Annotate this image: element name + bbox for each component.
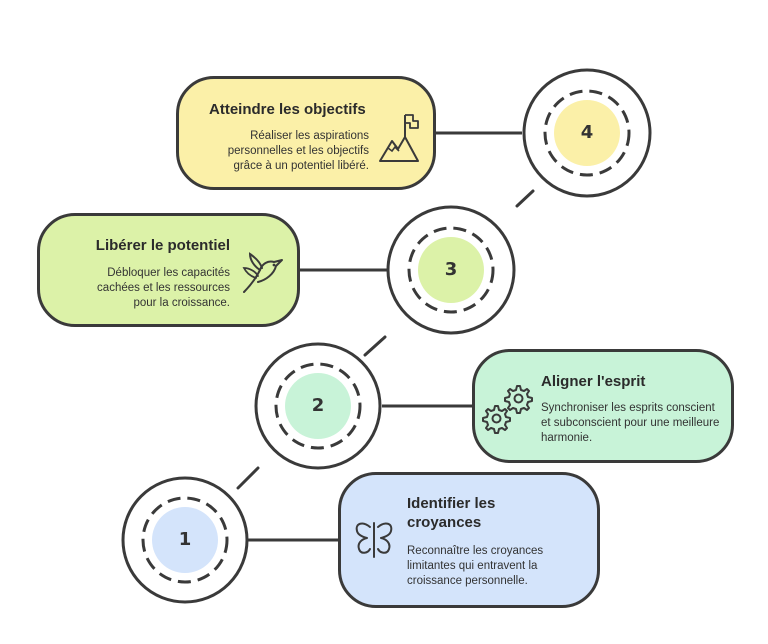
step-3-number: 3 xyxy=(444,259,458,280)
mountain-flag-icon xyxy=(379,114,419,162)
step-4-card: Atteindre les objectifs Réaliser les asp… xyxy=(176,76,436,190)
step-2-card: Aligner l'esprit Synchroniser les esprit… xyxy=(472,349,734,463)
step-3-ring xyxy=(386,205,516,335)
step-2-ring xyxy=(254,342,382,470)
step-1-ring xyxy=(121,476,249,604)
step-1-title: Identifier les croyances xyxy=(407,495,496,531)
step-4-ring xyxy=(522,68,652,198)
step-4-description: Réaliser les aspirations personnelles et… xyxy=(227,130,369,172)
step-4-number: 4 xyxy=(580,122,594,143)
step-1-description: Reconnaître les croyances limitantes qui… xyxy=(407,545,544,587)
connector-2-3 xyxy=(363,335,387,357)
step-2-description: Synchroniser les esprits conscient et su… xyxy=(541,402,720,444)
step-3-card: Libérer le potentiel Débloquer les capac… xyxy=(37,213,300,327)
connector-3-4 xyxy=(515,189,535,208)
step-4-title: Atteindre les objectifs xyxy=(209,101,366,118)
connector-1-2 xyxy=(236,466,260,490)
step-3-title: Libérer le potentiel xyxy=(95,237,230,254)
bird-icon xyxy=(242,252,283,293)
gears-icon xyxy=(482,385,533,434)
step-1-card: Identifier les croyances Reconnaître les… xyxy=(338,472,600,608)
step-1-number: 1 xyxy=(178,529,192,550)
step-2-number: 2 xyxy=(311,395,325,416)
butterfly-icon xyxy=(355,522,393,558)
step-2-title: Aligner l'esprit xyxy=(541,373,646,390)
step-3-description: Débloquer les capacités cachées et les r… xyxy=(97,267,230,309)
